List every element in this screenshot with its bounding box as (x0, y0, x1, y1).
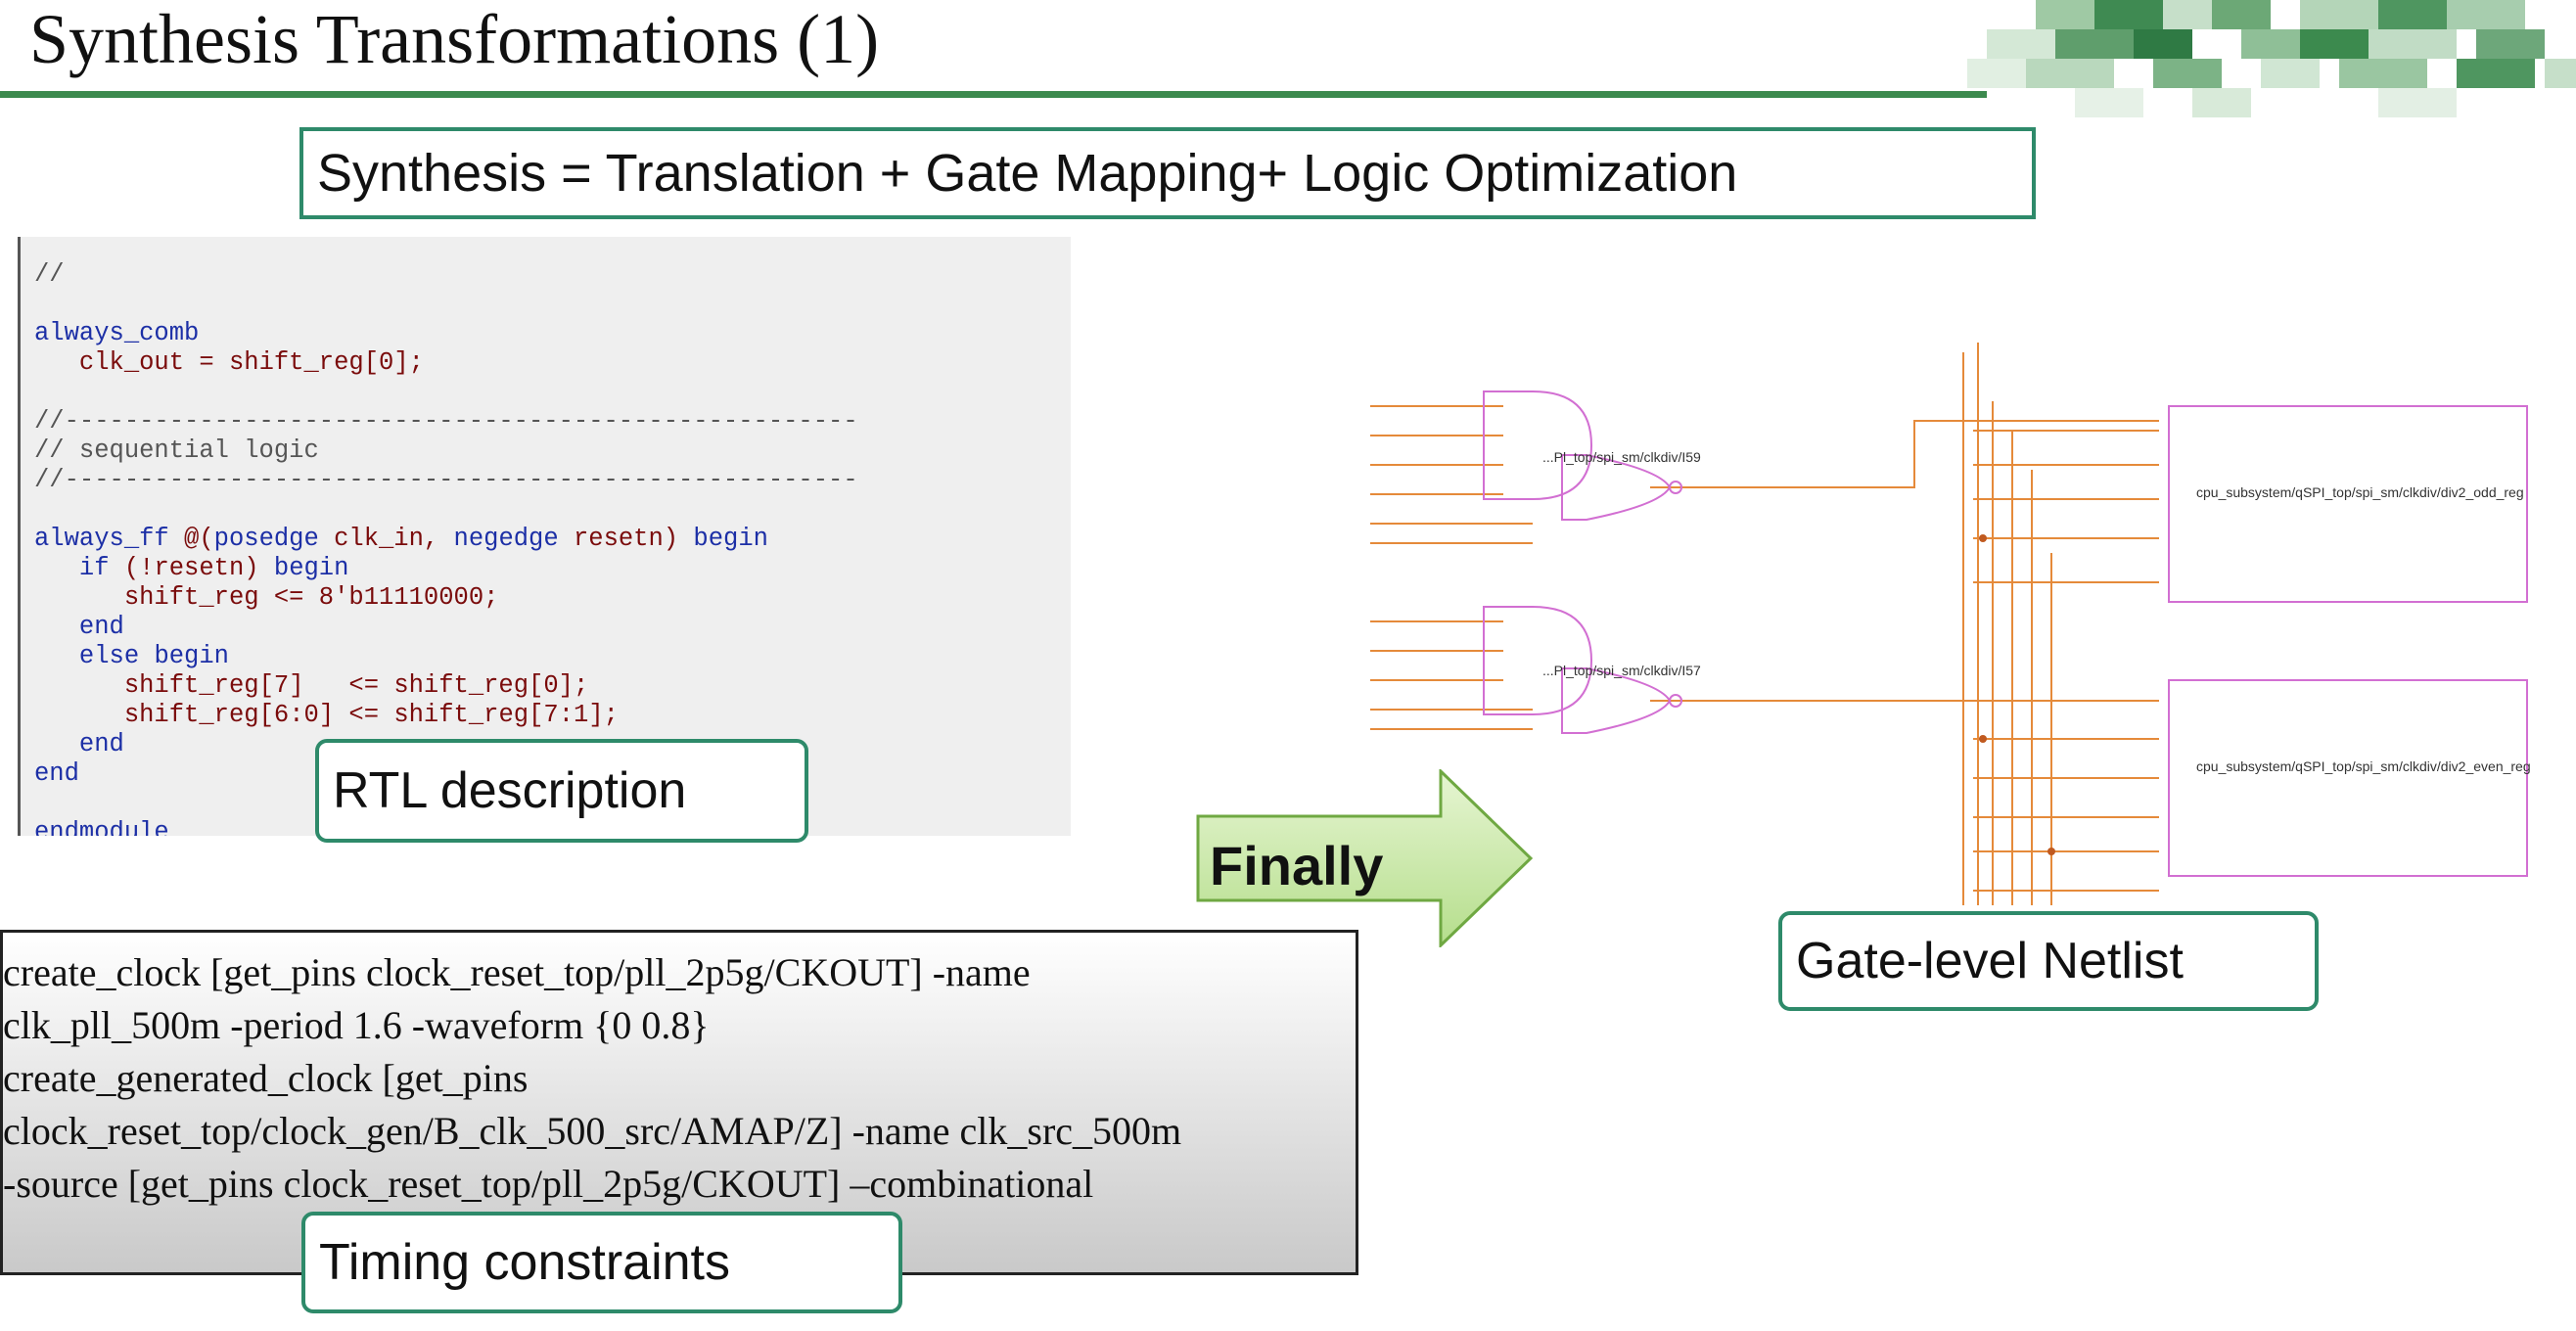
rtl-code-line (34, 495, 858, 525)
rtl-code: // always_comb clk_out = shift_reg[0]; //-… (34, 260, 858, 836)
rtl-code-line: shift_reg[6:0] <= shift_reg[7:1]; (123, 701, 619, 729)
rtl-code-line: //--------------------------------------… (34, 407, 858, 436)
timing-constraint-line: -source [get_pins clock_reset_top/pll_2p… (3, 1162, 1094, 1206)
rtl-code-line: clk_out = shift_reg[0]; (78, 348, 424, 377)
timing-constraint-line: clock_reset_top/clock_gen/B_clk_500_src/… (3, 1109, 1182, 1153)
equation-box: Synthesis = Translation + Gate Mapping+ … (299, 127, 2036, 219)
rtl-code-line: shift_reg <= 8'b11110000; (123, 583, 499, 612)
title-rule (0, 91, 1987, 98)
register-top-label: cpu_subsystem/qSPI_top/spi_sm/clkdiv/div… (2196, 484, 2524, 500)
rtl-code-line: // sequential logic (34, 436, 319, 465)
timing-constraint-line: create_clock [get_pins clock_reset_top/p… (3, 950, 1031, 994)
rtl-code-line: end (34, 759, 79, 788)
rtl-code-line: always_comb (34, 319, 200, 347)
rtl-code-line: end (78, 613, 124, 641)
rtl-code-line: shift_reg[7] <= shift_reg[0]; (123, 671, 589, 700)
gate-top-label: ...Pl_top/spi_sm/clkdiv/I59 (1542, 449, 1701, 465)
rtl-code-line: always_ff @(posedge clk_in, negedge rese… (34, 525, 768, 553)
rtl-code-line: // (34, 260, 65, 289)
rtl-code-line: if (!resetn) begin (78, 554, 349, 582)
timing-constraint-line: clk_pll_500m -period 1.6 -waveform {0 0.… (3, 1003, 710, 1047)
corner-decoration (1967, 0, 2576, 117)
rtl-code-line: end (78, 730, 124, 758)
register-bottom-label: cpu_subsystem/qSPI_top/spi_sm/clkdiv/div… (2196, 758, 2531, 774)
gate-level-netlist-diagram: ...Pl_top/spi_sm/clkdiv/I59 ...Pl_top/sp… (1370, 343, 2531, 905)
rtl-description-label: RTL description (315, 739, 808, 843)
rtl-code-panel: // always_comb clk_out = shift_reg[0]; //-… (18, 237, 1071, 836)
rtl-code-line: endmodule (34, 818, 169, 836)
rtl-code-line: else begin (78, 642, 229, 670)
slide-title: Synthesis Transformations (1) (29, 0, 880, 78)
rtl-code-line: //--------------------------------------… (34, 466, 858, 494)
gate-level-netlist-label: Gate-level Netlist (1778, 911, 2319, 1011)
timing-constraints-label: Timing constraints (301, 1212, 902, 1313)
rtl-code-line (34, 290, 858, 319)
right-arrow-icon (1196, 769, 1533, 947)
gate-bottom-label: ...Pl_top/spi_sm/clkdiv/I57 (1542, 663, 1701, 678)
arrow-label: Finally (1210, 835, 1384, 896)
rtl-code-line (34, 378, 858, 407)
timing-constraint-line: create_generated_clock [get_pins (3, 1056, 529, 1100)
